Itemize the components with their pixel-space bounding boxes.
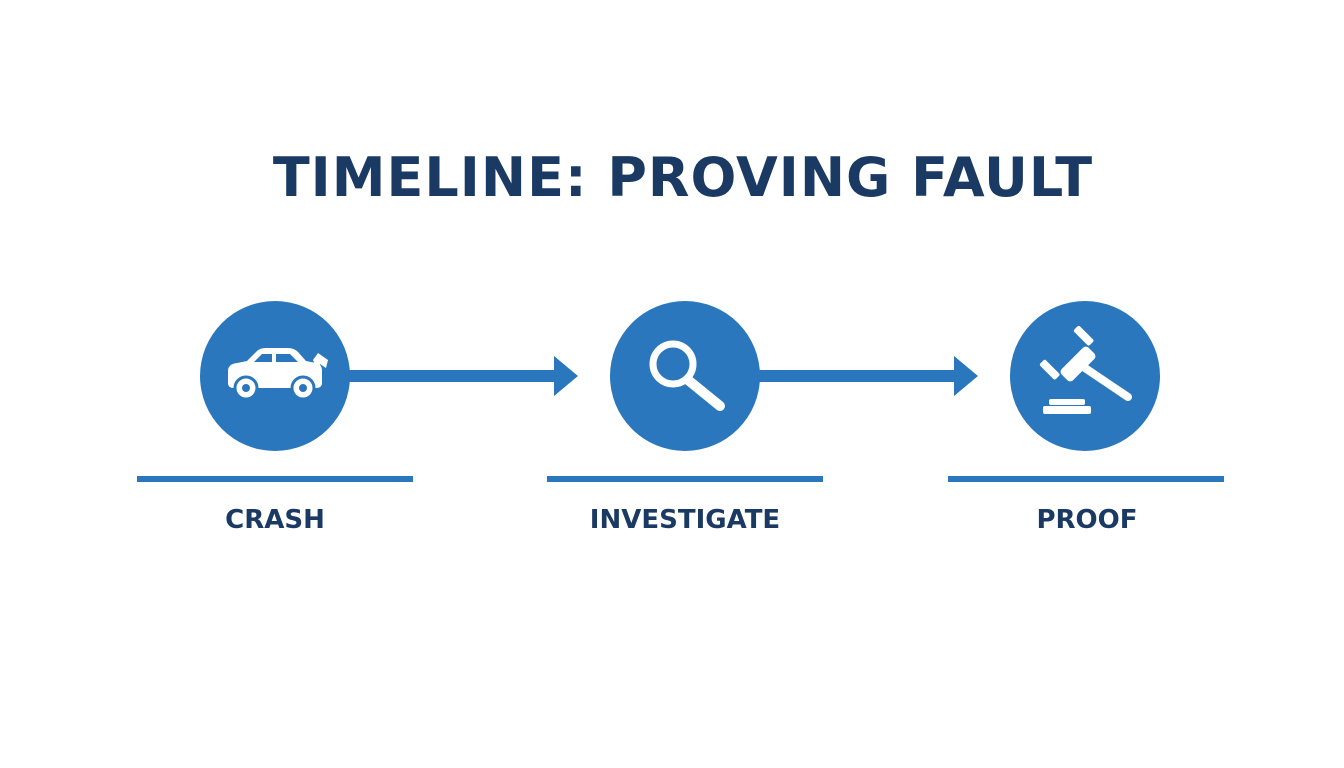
gavel-icon	[1039, 325, 1132, 414]
step-proof: PROOF	[948, 301, 1224, 535]
step-crash-underline	[137, 476, 413, 482]
step-crash: CRASH	[137, 301, 413, 535]
arrow-investigate-to-proof	[748, 356, 978, 396]
step-proof-underline	[948, 476, 1224, 482]
magnifying-glass-icon	[649, 340, 725, 411]
step-investigate: INVESTIGATE	[547, 301, 823, 535]
page-title: TIMELINE: PROVING FAULT	[272, 146, 1094, 209]
step-proof-label: PROOF	[1036, 505, 1137, 535]
step-investigate-label: INVESTIGATE	[590, 505, 780, 535]
step-crash-label: CRASH	[225, 505, 325, 535]
step-proof-circle	[1010, 301, 1160, 451]
arrow-crash-to-investigate	[340, 356, 578, 396]
step-investigate-underline	[547, 476, 823, 482]
car-crash-icon	[228, 348, 328, 401]
